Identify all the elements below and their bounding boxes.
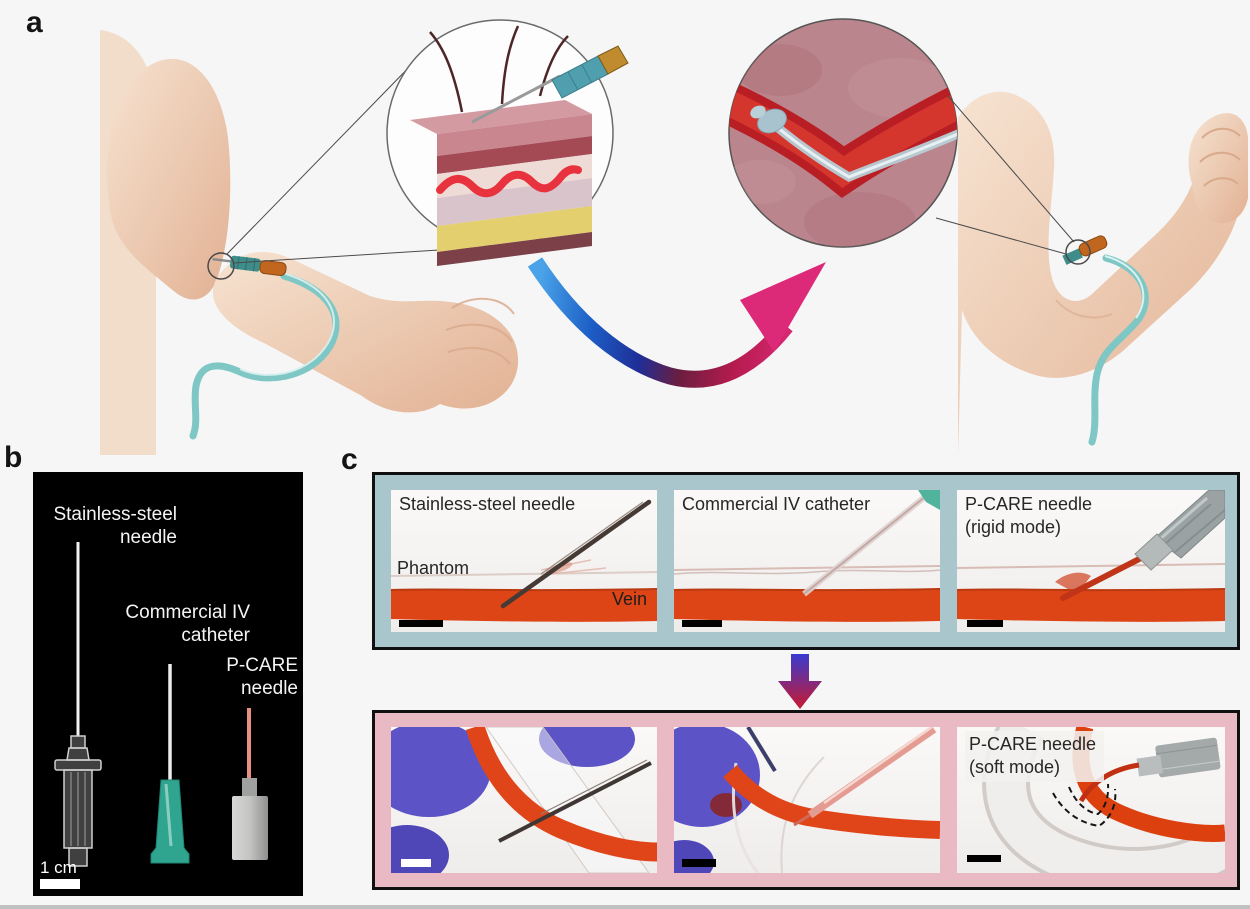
p-care-needle xyxy=(232,708,268,860)
scale-bar xyxy=(399,620,443,627)
commercial-iv-catheter xyxy=(150,664,190,864)
metal-holder xyxy=(1136,737,1221,778)
phantom-label: Phantom xyxy=(397,558,470,578)
photo-title: Stainless-steel needle xyxy=(399,494,576,514)
vein-in-skin xyxy=(436,165,582,198)
panel-b-label: b xyxy=(4,441,23,474)
vein-band xyxy=(674,589,940,622)
scale-bar xyxy=(682,620,722,627)
photo-title: Commercial IV catheter xyxy=(682,494,871,514)
photo-bent-iv-catheter xyxy=(674,727,940,873)
catheter-anchor-tip xyxy=(757,108,787,134)
iv-tube-left xyxy=(189,272,340,440)
needle-shaft-inset xyxy=(471,74,561,124)
down-arrow xyxy=(778,654,822,709)
photo-bent-stainless xyxy=(391,727,657,873)
photo-straight-iv-catheter: Commercial IV catheter xyxy=(674,490,940,632)
vein-band xyxy=(391,589,657,622)
glove-finger xyxy=(391,727,491,817)
right-hand xyxy=(1188,113,1248,224)
left-hand-fingers xyxy=(445,297,515,365)
photo-bent-pcare-soft: P-CARE needle (soft mode) xyxy=(957,727,1225,873)
scale-bar xyxy=(682,859,716,867)
vein-catheter-inset xyxy=(728,18,958,248)
skin-cross-section-inset xyxy=(386,19,629,266)
catheter-hub-right xyxy=(1062,235,1108,265)
green-hub xyxy=(918,490,940,510)
panel-a-illustration xyxy=(100,18,1248,455)
dark-needle xyxy=(746,727,777,773)
insertion-site-marker-right xyxy=(1065,239,1091,265)
scale-bar xyxy=(967,620,1003,627)
pcare-soft-needle xyxy=(1078,762,1140,803)
photo-straight-stainless: Stainless-steel needle Phantom Vein xyxy=(391,490,657,632)
bottom-border-strip xyxy=(0,905,1250,909)
hair-strand xyxy=(429,31,464,113)
photo-title: P-CARE needle (rigid mode) xyxy=(965,494,1093,537)
panel-b-photo: Stainless-steel needle Commercial IV cat… xyxy=(33,472,303,896)
panel-c-bottom-box: P-CARE needle (soft mode) xyxy=(372,710,1240,890)
p-care-needle-label: P-CARE needle xyxy=(226,655,298,700)
stainless-steel-needle xyxy=(54,542,102,867)
pcare-rigid-needle xyxy=(1060,553,1148,601)
right-arm-illustration xyxy=(935,91,1248,455)
vein-band xyxy=(465,727,657,862)
scale-bar-label: 1 cm xyxy=(40,858,77,877)
panel-c-label: c xyxy=(341,443,358,476)
iv-catheter-label: Commercial IV catheter xyxy=(125,602,250,647)
stainless-needle-shaft xyxy=(500,499,652,609)
panel-b-needles-illustration xyxy=(54,542,268,867)
photo-title: P-CARE needle (soft mode) xyxy=(965,731,1105,782)
scale-bar xyxy=(401,859,431,867)
catheter-shaft xyxy=(807,727,937,819)
catheter-hub-left xyxy=(212,255,287,277)
stainless-needle-shaft xyxy=(498,761,652,843)
panel-a-label: a xyxy=(26,6,43,39)
scale-bar xyxy=(40,879,80,889)
panel-c-top-box: Stainless-steel needle Phantom Vein Comm… xyxy=(372,472,1240,650)
stainless-needle-label: Stainless-steel needle xyxy=(53,504,177,549)
vein-label: Vein xyxy=(611,589,647,609)
scale-bar xyxy=(967,855,1001,862)
photo-straight-pcare-rigid: P-CARE needle (rigid mode) xyxy=(957,490,1225,632)
vein-band xyxy=(957,589,1225,622)
transition-arrow xyxy=(527,257,826,388)
arrowhead xyxy=(740,262,826,352)
insertion-site-marker-left xyxy=(207,252,235,280)
